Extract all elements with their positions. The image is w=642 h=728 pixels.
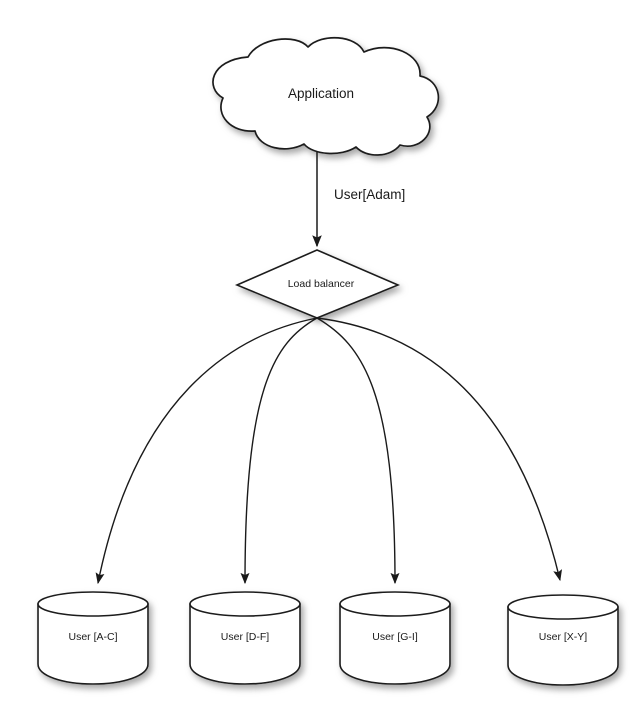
node-cylinder-db2[interactable] xyxy=(189,591,301,685)
edge-balancer-to-db3 xyxy=(316,317,400,585)
node-cloud-application[interactable] xyxy=(212,36,440,156)
node-diamond-balancer[interactable] xyxy=(234,249,401,319)
node-cylinder-db1[interactable] xyxy=(37,591,149,685)
edge-balancer-to-db4 xyxy=(316,317,563,582)
node-cylinder-db3[interactable] xyxy=(339,591,451,685)
node-cylinder-db4[interactable] xyxy=(507,594,619,686)
edge-balancer-to-db1 xyxy=(95,317,318,585)
edge-balancer-to-db2 xyxy=(240,317,318,585)
